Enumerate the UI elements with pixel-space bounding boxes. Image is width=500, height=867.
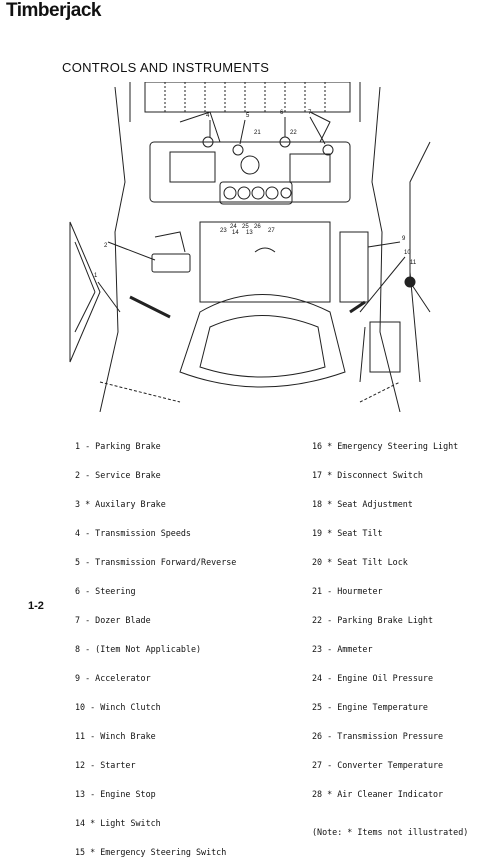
legend-item: 12 - Starter (75, 759, 136, 770)
callout-24: 24 (230, 224, 237, 230)
legend-note: (Note: * Items not illustrated) (312, 826, 469, 837)
legend-item: 3 * Auxilary Brake (75, 499, 166, 510)
callout-23: 23 (220, 228, 227, 234)
legend-item: 27 - Converter Temperature (312, 759, 444, 770)
legend-item: 6 - Steering (75, 586, 136, 597)
callout-21: 21 (254, 130, 261, 136)
legend-item: 23 - Ammeter (312, 643, 373, 654)
legend-item: 7 - Dozer Blade (75, 615, 151, 626)
callout-11: 11 (410, 260, 417, 266)
legend-item: 18 * Seat Adjustment (312, 499, 413, 510)
callout-1: 1 (94, 273, 98, 279)
callout-4: 4 (206, 113, 210, 119)
diagram-callouts: 2 1 4 5 6 7 21 22 23 24 25 26 27 14 13 9… (94, 110, 417, 279)
legend-item: 26 - Transmission Pressure (312, 730, 444, 741)
legend-item: 10 - Winch Clutch (75, 701, 161, 712)
page-number: 1-2 (28, 600, 44, 612)
legend-item: 28 * Air Cleaner Indicator (312, 788, 444, 799)
legend-item: 1 - Parking Brake (75, 441, 161, 452)
callout-5: 5 (246, 113, 250, 119)
legend-item: 19 * Seat Tilt (312, 528, 383, 539)
callout-10: 10 (404, 250, 411, 256)
legend-item: 4 - Transmission Speeds (75, 528, 191, 539)
legend-item: 17 * Disconnect Switch (312, 470, 423, 481)
legend-item: 25 - Engine Temperature (312, 701, 428, 712)
legend-item: 14 * Light Switch (75, 817, 161, 828)
callout-25: 25 (242, 224, 249, 230)
legend-item: 5 - Transmission Forward/Reverse (75, 557, 237, 568)
callout-9: 9 (402, 236, 406, 242)
legend-item: 20 * Seat Tilt Lock (312, 557, 408, 568)
legend-item: 8 - (Item Not Applicable) (75, 643, 202, 654)
callout-26: 26 (254, 224, 261, 230)
section-title: CONTROLS AND INSTRUMENTS (62, 60, 270, 75)
legend-item: 9 - Accelerator (75, 672, 151, 683)
legend-right: 16 * Emergency Steering Light 17 * Disco… (312, 423, 492, 847)
legend-item: 22 - Parking Brake Light (312, 615, 434, 626)
callout-2: 2 (104, 243, 108, 249)
callout-7: 7 (308, 110, 312, 116)
callout-14: 14 (232, 230, 239, 236)
callout-22: 22 (290, 130, 297, 136)
legend-item: 15 * Emergency Steering Switch (75, 846, 227, 857)
callout-13: 13 (246, 230, 253, 236)
controls-diagram: 2 1 4 5 6 7 21 22 23 24 25 26 27 14 13 9… (69, 82, 431, 412)
legend-item: 2 - Service Brake (75, 470, 161, 481)
legend-item: 13 - Engine Stop (75, 788, 156, 799)
legend-item: 24 - Engine Oil Pressure (312, 672, 434, 683)
legend-item: 21 - Hourmeter (312, 586, 383, 597)
legend-item: 11 - Winch Brake (75, 730, 156, 741)
legend-item: 16 * Emergency Steering Light (312, 441, 459, 452)
callout-27: 27 (268, 228, 275, 234)
legend-left: 1 - Parking Brake 2 - Service Brake 3 * … (75, 423, 280, 867)
brand-logo: Timberjack (6, 0, 101, 21)
callout-6: 6 (280, 110, 284, 116)
